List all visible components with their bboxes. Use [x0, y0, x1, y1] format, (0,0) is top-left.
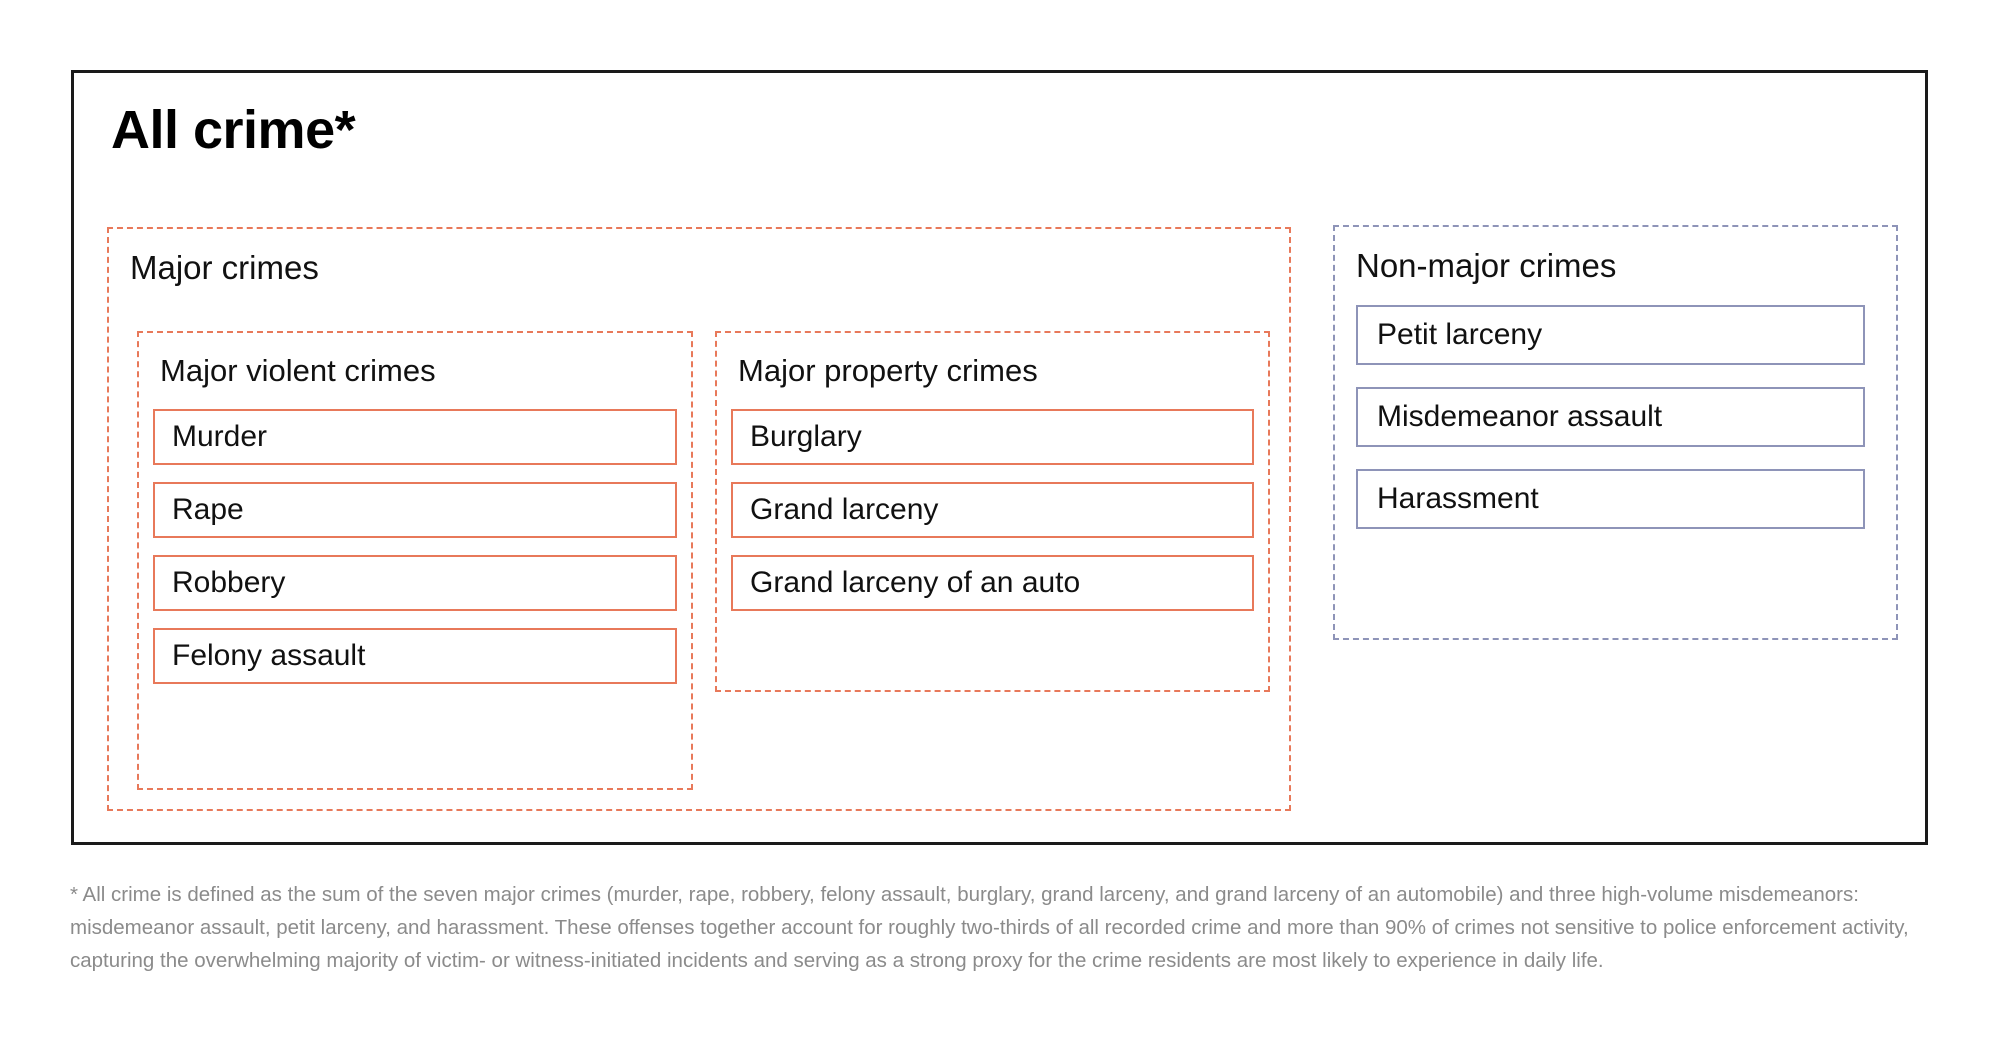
crime-item-label: Grand larceny	[750, 493, 939, 526]
group-label-major-violent-crimes: Major violent crimes	[160, 353, 436, 388]
crime-item-label: Burglary	[750, 420, 862, 453]
group-label-non-major-crimes: Non-major crimes	[1356, 247, 1617, 284]
item-list-major-property-crimes: Burglary Grand larceny Grand larceny of …	[731, 409, 1254, 628]
crime-item-burglary[interactable]: Burglary	[731, 409, 1254, 465]
item-list-non-major-crimes: Petit larceny Misdemeanor assault Harass…	[1356, 305, 1865, 551]
group-label-major-crimes: Major crimes	[130, 249, 319, 286]
crime-item-grand-larceny[interactable]: Grand larceny	[731, 482, 1254, 538]
group-major-violent-crimes: Major violent crimes Murder Rape Robbery…	[137, 331, 693, 790]
footnote-text: * All crime is defined as the sum of the…	[70, 883, 1909, 972]
crime-item-label: Harassment	[1377, 482, 1539, 515]
crime-item-petit-larceny[interactable]: Petit larceny	[1356, 305, 1865, 365]
page-title: All crime*	[111, 100, 356, 160]
crime-item-misdemeanor-assault[interactable]: Misdemeanor assault	[1356, 387, 1865, 447]
crime-item-label: Robbery	[172, 566, 286, 599]
diagram-frame: All crime* Major crimes Major violent cr…	[71, 70, 1928, 845]
crime-item-label: Murder	[172, 420, 268, 453]
crime-item-robbery[interactable]: Robbery	[153, 555, 677, 611]
crime-item-felony-assault[interactable]: Felony assault	[153, 628, 677, 684]
crime-item-murder[interactable]: Murder	[153, 409, 677, 465]
crime-item-label: Petit larceny	[1377, 318, 1543, 351]
crime-item-harassment[interactable]: Harassment	[1356, 469, 1865, 529]
group-major-property-crimes: Major property crimes Burglary Grand lar…	[715, 331, 1270, 692]
item-list-major-violent-crimes: Murder Rape Robbery Felony assault	[153, 409, 677, 701]
crime-item-grand-larceny-of-an-auto[interactable]: Grand larceny of an auto	[731, 555, 1254, 611]
group-major-crimes: Major crimes Major violent crimes Murder…	[107, 227, 1291, 811]
group-non-major-crimes: Non-major crimes Petit larceny Misdemean…	[1333, 225, 1898, 640]
crime-item-label: Misdemeanor assault	[1377, 400, 1663, 433]
group-label-major-property-crimes: Major property crimes	[738, 353, 1038, 388]
crime-item-label: Rape	[172, 493, 244, 526]
crime-item-rape[interactable]: Rape	[153, 482, 677, 538]
crime-item-label: Felony assault	[172, 639, 366, 672]
crime-item-label: Grand larceny of an auto	[750, 566, 1081, 599]
